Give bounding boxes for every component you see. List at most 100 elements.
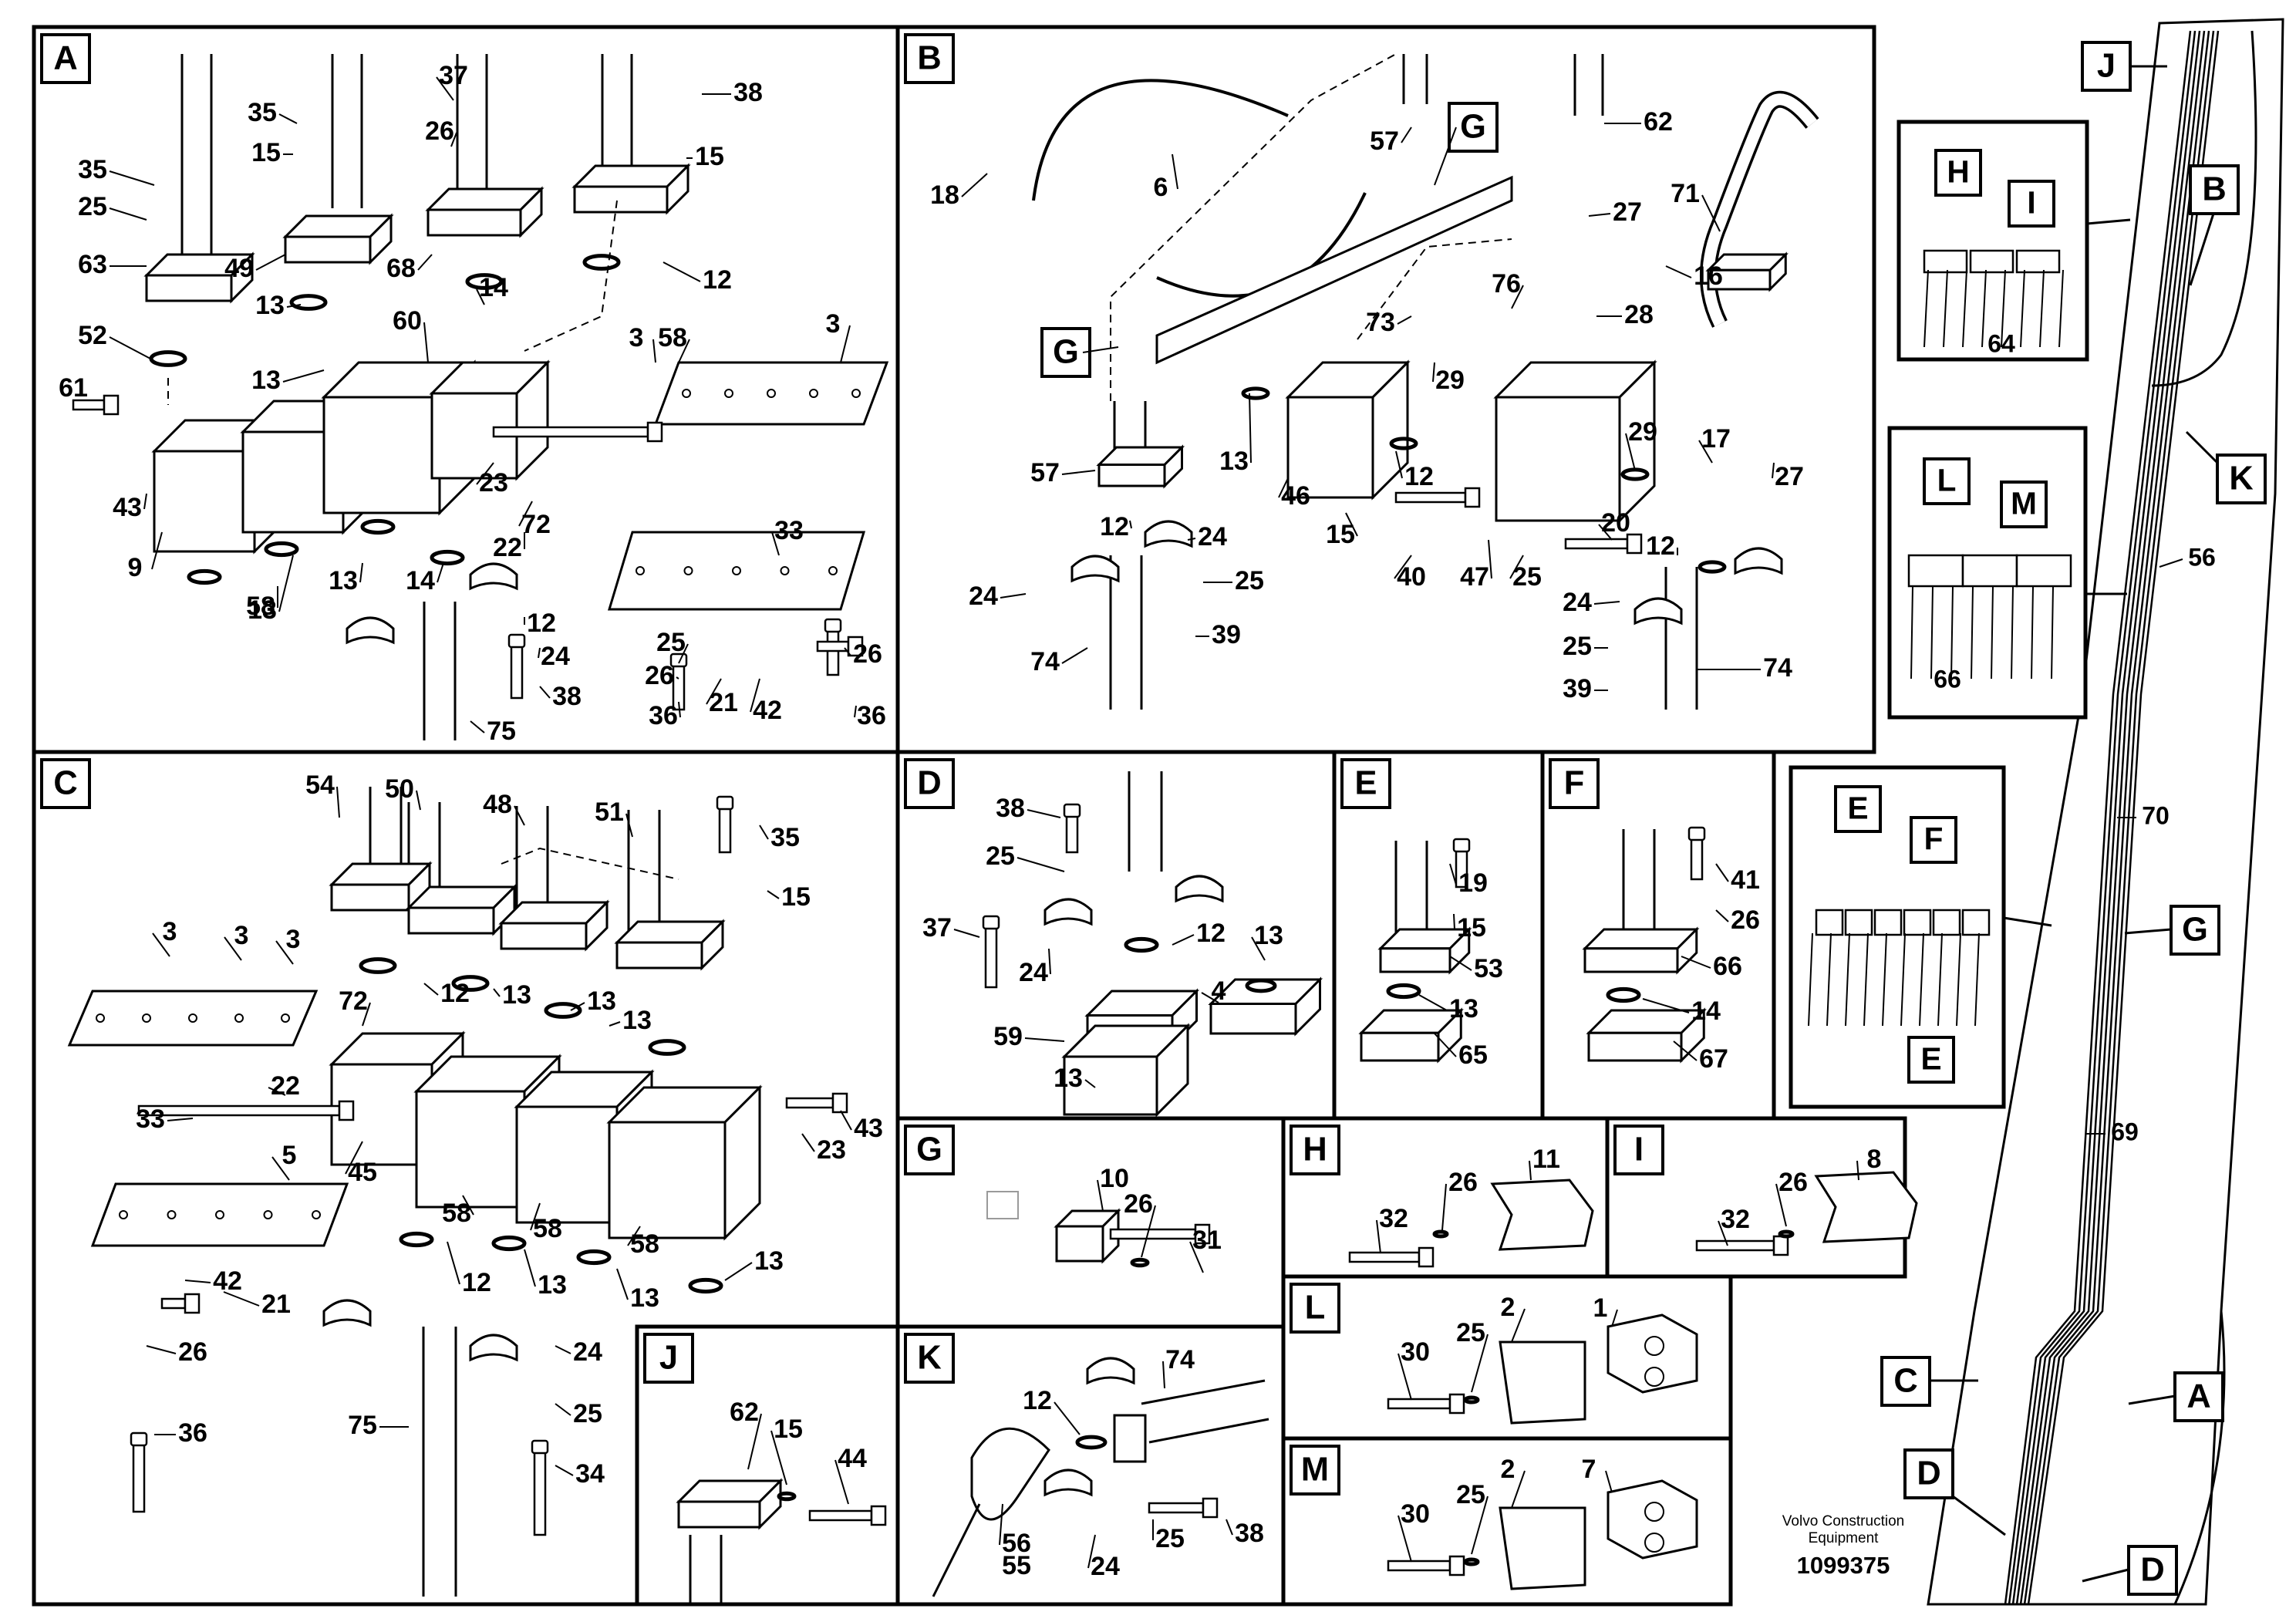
- part-number-label: 15: [1457, 913, 1486, 943]
- detail-hose: [1981, 269, 1987, 348]
- bolt: [816, 636, 864, 657]
- part-number-label: 74: [1763, 653, 1792, 683]
- flange-block: [498, 899, 610, 952]
- part-number-label: 29: [1628, 417, 1657, 447]
- part-number-label: 45: [348, 1158, 377, 1187]
- plate-hole: [215, 1210, 224, 1219]
- letter-box-text: I: [1634, 1131, 1644, 1168]
- part-number-label: 58: [533, 1214, 562, 1243]
- part-number-label: 24: [1563, 588, 1592, 617]
- letter-box-text: F: [1564, 764, 1585, 801]
- part-number-label: 13: [1254, 921, 1283, 950]
- bolt-head: [847, 636, 864, 657]
- part-number-label: 36: [857, 701, 886, 730]
- part-number-label: 47: [1460, 562, 1489, 592]
- clip-in-detail: [1961, 554, 2018, 588]
- part-number-label: 41: [1731, 865, 1760, 895]
- leader-line: [1048, 948, 1051, 975]
- detail-pointer: [2003, 916, 2052, 927]
- part-number-label: 24: [1091, 1552, 1120, 1581]
- bolt-head: [1063, 803, 1081, 818]
- detail-hose: [1956, 932, 1961, 1027]
- leader-line: [1000, 593, 1027, 599]
- clamp-half: [469, 562, 518, 591]
- leader-line: [1084, 1079, 1096, 1088]
- split-clamp: [469, 562, 518, 591]
- part-number-label: 14: [1691, 996, 1721, 1026]
- bolt-head: [1626, 533, 1643, 555]
- leader-line: [961, 173, 988, 197]
- bolt: [137, 1100, 355, 1121]
- letter-box-text: D: [2140, 1551, 2164, 1588]
- plate-hole: [809, 389, 818, 398]
- flange-block: [614, 919, 726, 971]
- o-ring: [359, 957, 397, 974]
- plate-hole: [682, 389, 691, 398]
- block-front: [1587, 1031, 1683, 1062]
- leader-line: [109, 170, 155, 186]
- bolt: [1452, 838, 1471, 889]
- leader-line: [1087, 1534, 1096, 1569]
- leader-line: [1856, 1160, 1859, 1181]
- o-ring: [544, 1002, 582, 1019]
- split-clamp: [322, 1299, 372, 1327]
- detail-hose: [1991, 585, 1994, 679]
- clip-in-detail: [1969, 249, 2014, 274]
- block-front: [1063, 1055, 1158, 1116]
- part-number-label: 33: [774, 516, 804, 545]
- block-front: [153, 450, 256, 553]
- leader-line: [1345, 512, 1358, 537]
- o-ring: [1241, 386, 1270, 400]
- leader-line: [2159, 558, 2183, 568]
- plate-hole: [119, 1210, 128, 1219]
- letter-box-frame: [643, 1333, 694, 1384]
- mounting-plate: [607, 531, 866, 611]
- leader-line: [1082, 346, 1119, 353]
- hose-pipe: [423, 602, 457, 740]
- leader-line: [1715, 909, 1729, 922]
- leader-line: [530, 1202, 541, 1231]
- mounting-plate: [653, 361, 889, 426]
- part-number-label: 61: [59, 373, 88, 403]
- letter-box-frame: [904, 1333, 955, 1384]
- o-ring: [360, 518, 396, 535]
- bolt-shank: [1387, 1398, 1451, 1410]
- part-number-label: 40: [1397, 562, 1426, 592]
- letter-box-frame: [1903, 1448, 1954, 1499]
- detail-hose: [1937, 932, 1943, 1027]
- part-number-label: 24: [573, 1337, 602, 1367]
- hose-pipe: [456, 54, 488, 201]
- clamp-band: [1032, 79, 1289, 201]
- part-number-label: 25: [1456, 1480, 1485, 1509]
- flange-block: [1377, 926, 1472, 975]
- part-number-label: 12: [440, 979, 470, 1008]
- part-number-label: 32: [1379, 1204, 1408, 1233]
- letter-box-frame: [40, 33, 91, 84]
- part-number-label: 24: [1198, 522, 1227, 551]
- letter-box-text: C: [1893, 1362, 1917, 1399]
- detail-hose: [2051, 585, 2054, 679]
- letter-box-text: G: [2182, 911, 2208, 948]
- drawing-number: 1099375: [1796, 1552, 1890, 1579]
- part-number-label: 16: [1694, 261, 1723, 291]
- part-number-label: 38: [733, 78, 763, 107]
- block-front: [1583, 947, 1679, 973]
- flange-block: [329, 861, 433, 913]
- part-number-label: 12: [462, 1268, 491, 1297]
- hose-fitting: [1113, 1414, 1147, 1463]
- leader-line: [999, 1503, 1003, 1546]
- o-ring: [149, 350, 187, 367]
- detail-hose: [2031, 585, 2034, 679]
- plate-hole: [281, 1013, 290, 1023]
- detail-ref-box: G: [1448, 102, 1499, 153]
- bolt: [785, 1092, 848, 1114]
- leader-line: [423, 322, 429, 363]
- hose-line: [2011, 30, 2201, 1605]
- leader-line: [747, 1413, 762, 1470]
- clip-in-detail: [1923, 249, 1968, 274]
- leader-line: [1226, 1519, 1233, 1536]
